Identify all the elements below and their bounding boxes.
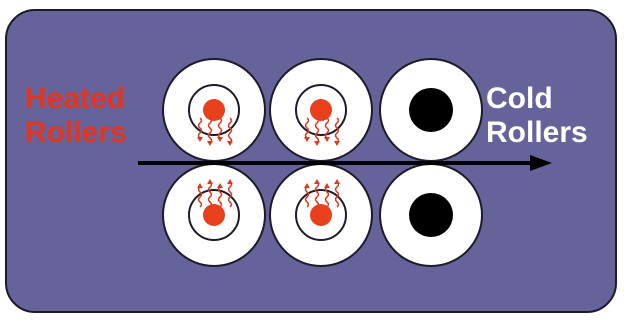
heated-roller-core xyxy=(203,204,225,226)
heated-roller-core xyxy=(310,204,332,226)
cold-rollers-label: Cold Rollers xyxy=(486,82,588,150)
heated-roller-core xyxy=(203,99,225,121)
arrow-head xyxy=(530,155,552,171)
heated-label-line2: Rollers xyxy=(25,116,127,150)
heated-roller-core xyxy=(310,99,332,121)
cold-label-line2: Rollers xyxy=(486,116,588,150)
cold-label-line1: Cold xyxy=(486,82,588,116)
cold-roller-bottom-3 xyxy=(380,164,482,266)
heated-roller-top-1 xyxy=(163,59,265,161)
heated-rollers-label: Heated Rollers xyxy=(25,82,127,150)
heated-roller-bottom-1 xyxy=(163,164,265,266)
cold-roller-top-3 xyxy=(380,59,482,161)
cold-roller-core xyxy=(409,88,453,132)
heated-label-line1: Heated xyxy=(25,82,127,116)
heated-roller-top-2 xyxy=(270,59,372,161)
cold-roller-core xyxy=(409,193,453,237)
heated-roller-bottom-2 xyxy=(270,164,372,266)
